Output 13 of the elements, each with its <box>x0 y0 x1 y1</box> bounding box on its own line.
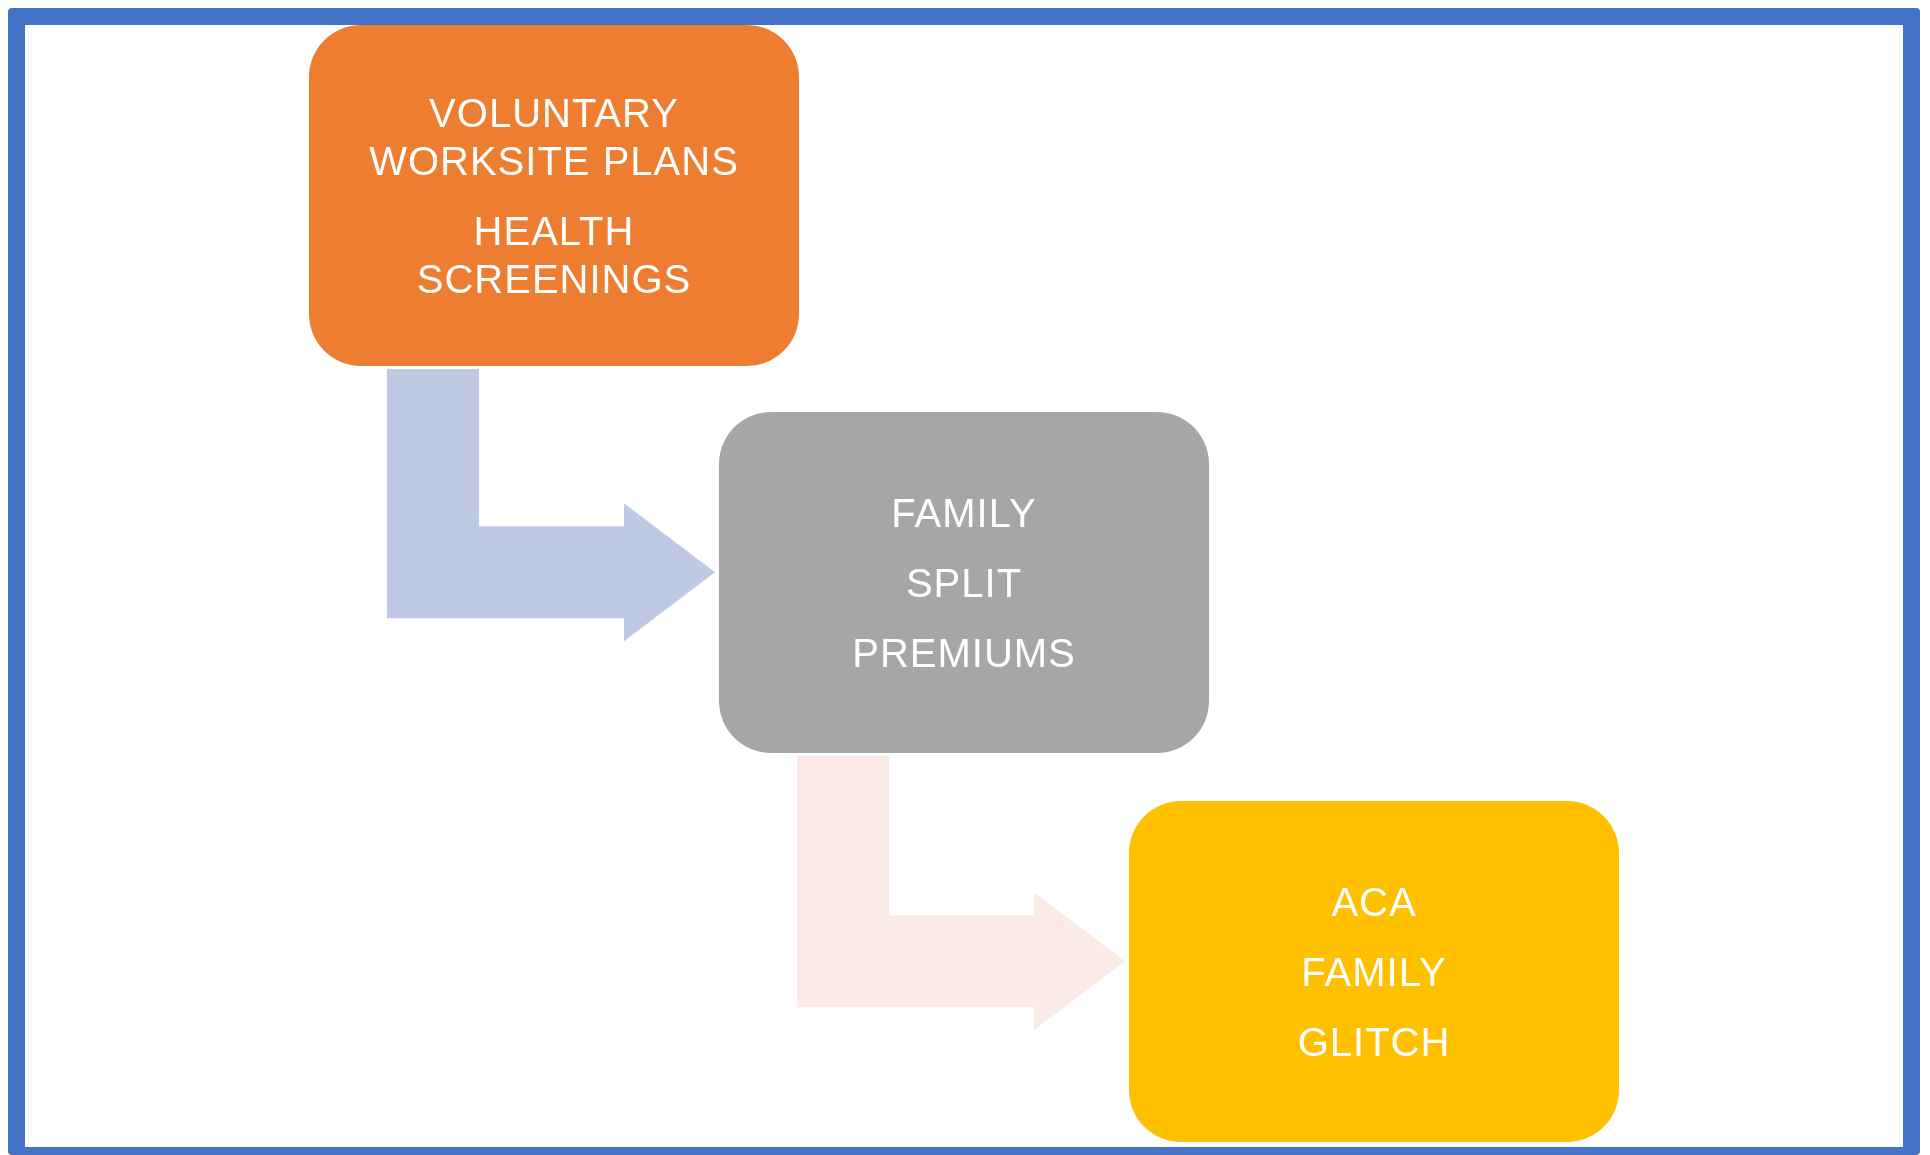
box-text: SPLIT <box>905 559 1023 607</box>
box-text: VOLUNTARY WORKSITE PLANS <box>368 89 740 185</box>
process-box <box>719 412 1209 753</box>
box-text: FAMILY <box>1301 948 1447 996</box>
box-text: GLITCH <box>1297 1018 1451 1066</box>
bent-arrow <box>797 756 1125 1031</box>
box-text: HEALTH SCREENINGS <box>415 207 693 303</box>
box-text: ACA <box>1331 878 1417 926</box>
box-text: FAMILY <box>891 489 1037 537</box>
box-text: PREMIUMS <box>852 629 1076 677</box>
bent-arrow <box>387 369 715 642</box>
process-box <box>1129 801 1619 1142</box>
process-box <box>309 25 799 366</box>
